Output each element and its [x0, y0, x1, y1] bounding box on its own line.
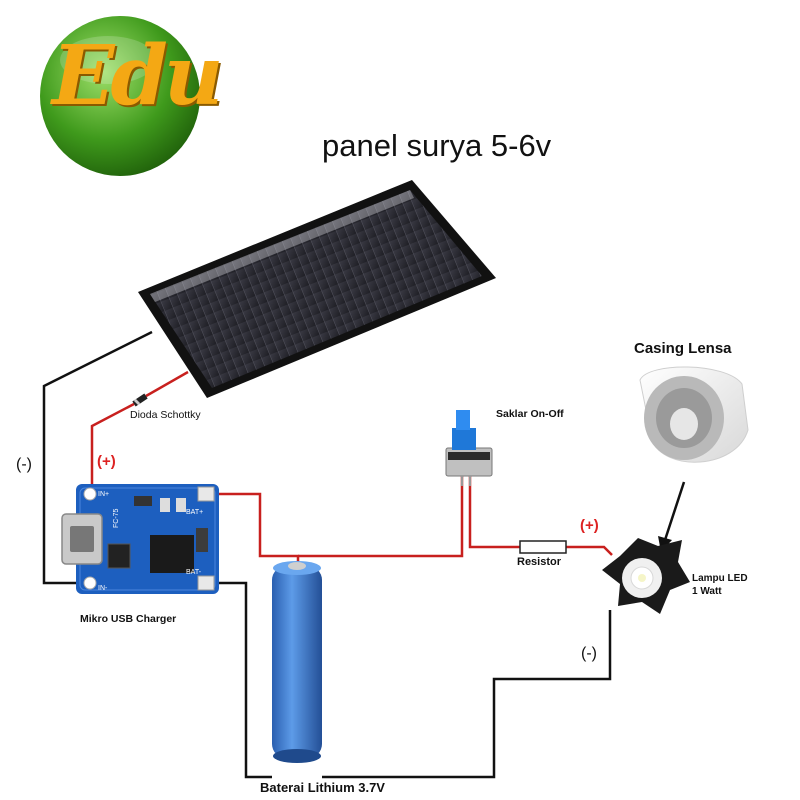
- panel-title: panel surya 5-6v: [322, 128, 552, 163]
- usb-charger-board: IN+ IN- BAT+ BAT- FC-75: [61, 484, 219, 594]
- pin-bat-minus-label: BAT-: [186, 569, 202, 576]
- logo-text: Edu: [52, 28, 223, 124]
- diode-label: Dioda Schottky: [130, 409, 201, 421]
- switch-label: Saklar On-Off: [496, 408, 564, 420]
- lens-casing: [639, 366, 749, 463]
- led-label: Lampu LED 1 Watt: [692, 572, 748, 598]
- pin-in-plus-label: IN+: [98, 491, 109, 498]
- chip-label: FC-75: [113, 508, 120, 528]
- edu-logo: [40, 16, 200, 176]
- casing-label: Casing Lensa: [634, 340, 732, 357]
- solar-panel: [138, 180, 496, 398]
- negative-wires: [42, 330, 612, 779]
- charger-label: Mikro USB Charger: [80, 613, 177, 625]
- resistor-label: Resistor: [517, 556, 562, 568]
- negative-sign-left: (-): [16, 456, 32, 473]
- negative-sign-led: (-): [581, 645, 597, 662]
- schottky-diode: [132, 393, 148, 407]
- battery-label: Baterai Lithium 3.7V: [260, 780, 385, 795]
- positive-sign-charger: (+): [97, 453, 116, 470]
- led-label-line2: 1 Watt: [692, 586, 722, 597]
- resistor: [519, 540, 567, 554]
- positive-wires: [90, 370, 613, 566]
- pin-in-minus-label: IN-: [98, 585, 108, 592]
- positive-sign-led: (+): [580, 517, 599, 534]
- lithium-battery: [272, 561, 322, 763]
- led-1watt: [602, 538, 690, 614]
- on-off-switch: [445, 410, 493, 486]
- led-label-line1: Lampu LED: [692, 573, 748, 584]
- pin-bat-plus-label: BAT+: [186, 509, 203, 516]
